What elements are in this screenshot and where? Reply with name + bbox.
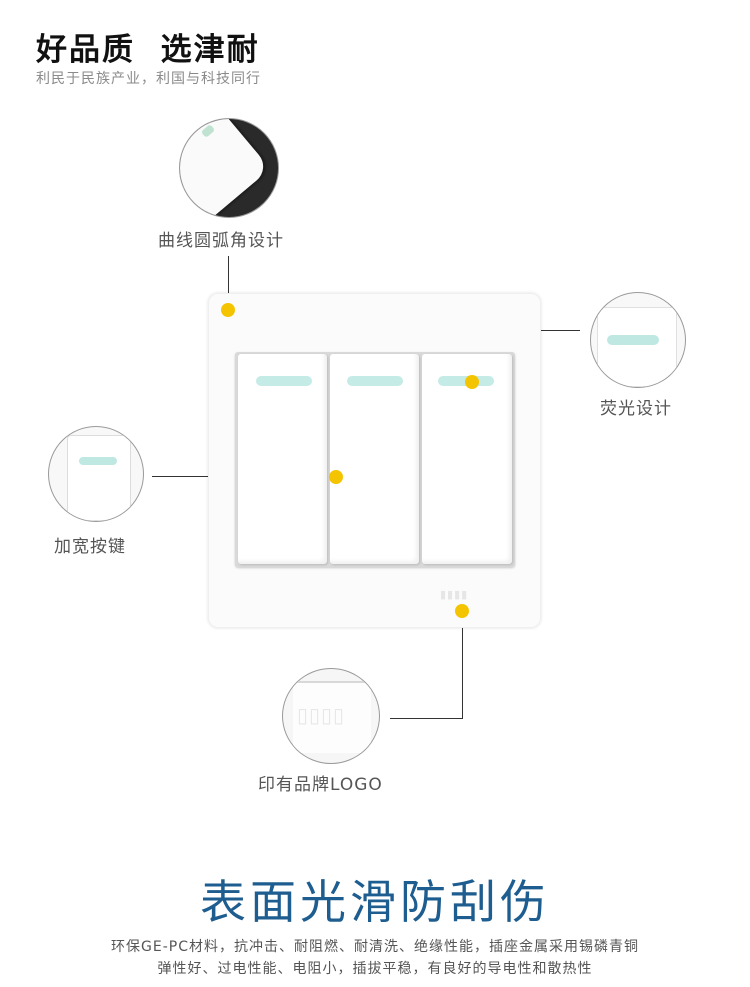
switch-key-right — [422, 354, 512, 564]
key-middle-indicator — [347, 376, 403, 386]
logo-emboss-icon: ▯▯▯▯ — [297, 703, 346, 727]
logo-marker-dot — [455, 604, 469, 618]
page-title: 好品质 选津耐 — [36, 32, 260, 68]
logo-leader-line-v — [462, 612, 463, 718]
logo-plate — [293, 681, 371, 753]
feature-headline: 表面光滑防刮伤 — [200, 875, 550, 929]
wide-key — [67, 435, 131, 521]
fluorescent-indicator — [607, 335, 659, 345]
corner-plate — [180, 119, 271, 217]
corner-leader-line — [228, 256, 229, 308]
page-subtitle: 利民于民族产业，利国与科技同行 — [36, 71, 261, 87]
corner-marker-dot — [221, 303, 235, 317]
feature-description-line-2: 弹性好、过电性能、电阻小，插拔平稳，有良好的导电性和散热性 — [157, 961, 593, 977]
corner-detail-zoom — [179, 118, 279, 218]
fluorescent-key — [597, 307, 677, 387]
wide-keys-callout-label: 加宽按键 — [54, 537, 126, 557]
fluorescent-callout-label: 荧光设计 — [600, 399, 672, 419]
logo-detail-zoom: ▯▯▯▯ — [282, 668, 380, 764]
switch-key-left — [238, 354, 327, 564]
feature-description-line-1: 环保GE-PC材料，抗冲击、耐阻燃、耐清洗、绝缘性能，插座金属采用锡磷青铜 — [111, 939, 639, 955]
fluorescent-marker-dot — [465, 375, 479, 389]
wide-key-indicator — [79, 457, 117, 465]
logo-callout-label: 印有品牌LOGO — [258, 775, 383, 795]
corner-callout-label: 曲线圆弧角设计 — [158, 231, 284, 251]
key-left-indicator — [256, 376, 312, 386]
wide-key-detail-zoom — [48, 426, 144, 522]
logo-leader-line-h — [390, 718, 463, 719]
wide-keys-marker-dot — [329, 470, 343, 484]
switch-key-middle — [330, 354, 419, 564]
panel-logo-emboss: ▮▮▮▮ — [440, 588, 469, 601]
fluorescent-detail-zoom — [590, 292, 686, 388]
